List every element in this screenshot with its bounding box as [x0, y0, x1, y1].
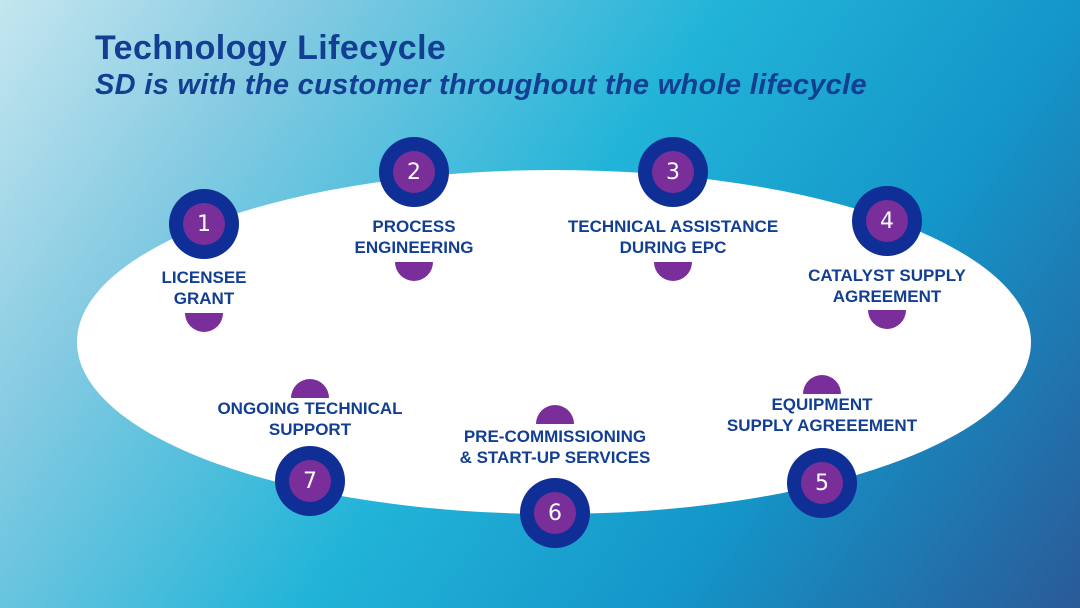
- step-5-circle: 5: [787, 448, 857, 518]
- step-7-marker: [291, 379, 329, 398]
- step-4-label-line1: CATALYST SUPPLY: [808, 266, 966, 285]
- step-3-circle: 3: [638, 137, 708, 207]
- step-3-marker: [654, 262, 692, 281]
- page-subtitle: SD is with the customer throughout the w…: [95, 69, 867, 101]
- step-7-circle: 7: [275, 446, 345, 516]
- header: Technology Lifecycle SD is with the cust…: [95, 28, 867, 102]
- step-7-label-line1: ONGOING TECHNICAL: [217, 399, 403, 418]
- step-7-label-line2: SUPPORT: [268, 420, 352, 439]
- step-1-label-line2: GRANT: [173, 289, 235, 308]
- step-6-label-line2: & START-UP SERVICES: [459, 448, 651, 467]
- step-2-marker: [395, 262, 433, 281]
- step-4-label-line2: AGREEMENT: [832, 287, 942, 306]
- step-6-number: 6: [534, 492, 576, 534]
- step-1-number: 1: [183, 203, 225, 245]
- step-1-label: LICENSEE GRANT: [84, 267, 324, 309]
- page-title: Technology Lifecycle: [95, 29, 447, 67]
- step-5-label-line1: EQUIPMENT: [771, 395, 873, 414]
- step-2-circle: 2: [379, 137, 449, 207]
- step-3-label: TECHNICAL ASSISTANCE DURING EPC: [553, 216, 793, 258]
- step-2-label: PROCESS ENGINEERING: [294, 216, 534, 258]
- step-7-label: ONGOING TECHNICAL SUPPORT: [190, 398, 430, 440]
- step-6-marker: [536, 405, 574, 424]
- step-7-number: 7: [289, 460, 331, 502]
- step-5-label: EQUIPMENT SUPPLY AGREEEMENT: [702, 394, 942, 436]
- step-6-label: PRE-COMMISSIONING & START-UP SERVICES: [435, 426, 675, 468]
- step-4-number: 4: [866, 200, 908, 242]
- step-2-number: 2: [393, 151, 435, 193]
- step-3-number: 3: [652, 151, 694, 193]
- step-5-number: 5: [801, 462, 843, 504]
- step-4-marker: [868, 310, 906, 329]
- step-3-label-line2: DURING EPC: [619, 238, 727, 257]
- step-1-label-line1: LICENSEE: [161, 268, 247, 287]
- step-2-label-line1: PROCESS: [372, 217, 456, 236]
- step-6-circle: 6: [520, 478, 590, 548]
- step-4-circle: 4: [852, 186, 922, 256]
- step-5-marker: [803, 375, 841, 394]
- step-1-marker: [185, 313, 223, 332]
- step-5-label-line2: SUPPLY AGREEEMENT: [726, 416, 918, 435]
- step-3-label-line1: TECHNICAL ASSISTANCE: [567, 217, 779, 236]
- step-2-label-line2: ENGINEERING: [354, 238, 474, 257]
- step-1-circle: 1: [169, 189, 239, 259]
- step-6-label-line1: PRE-COMMISSIONING: [463, 427, 647, 446]
- step-4-label: CATALYST SUPPLY AGREEMENT: [767, 265, 1007, 307]
